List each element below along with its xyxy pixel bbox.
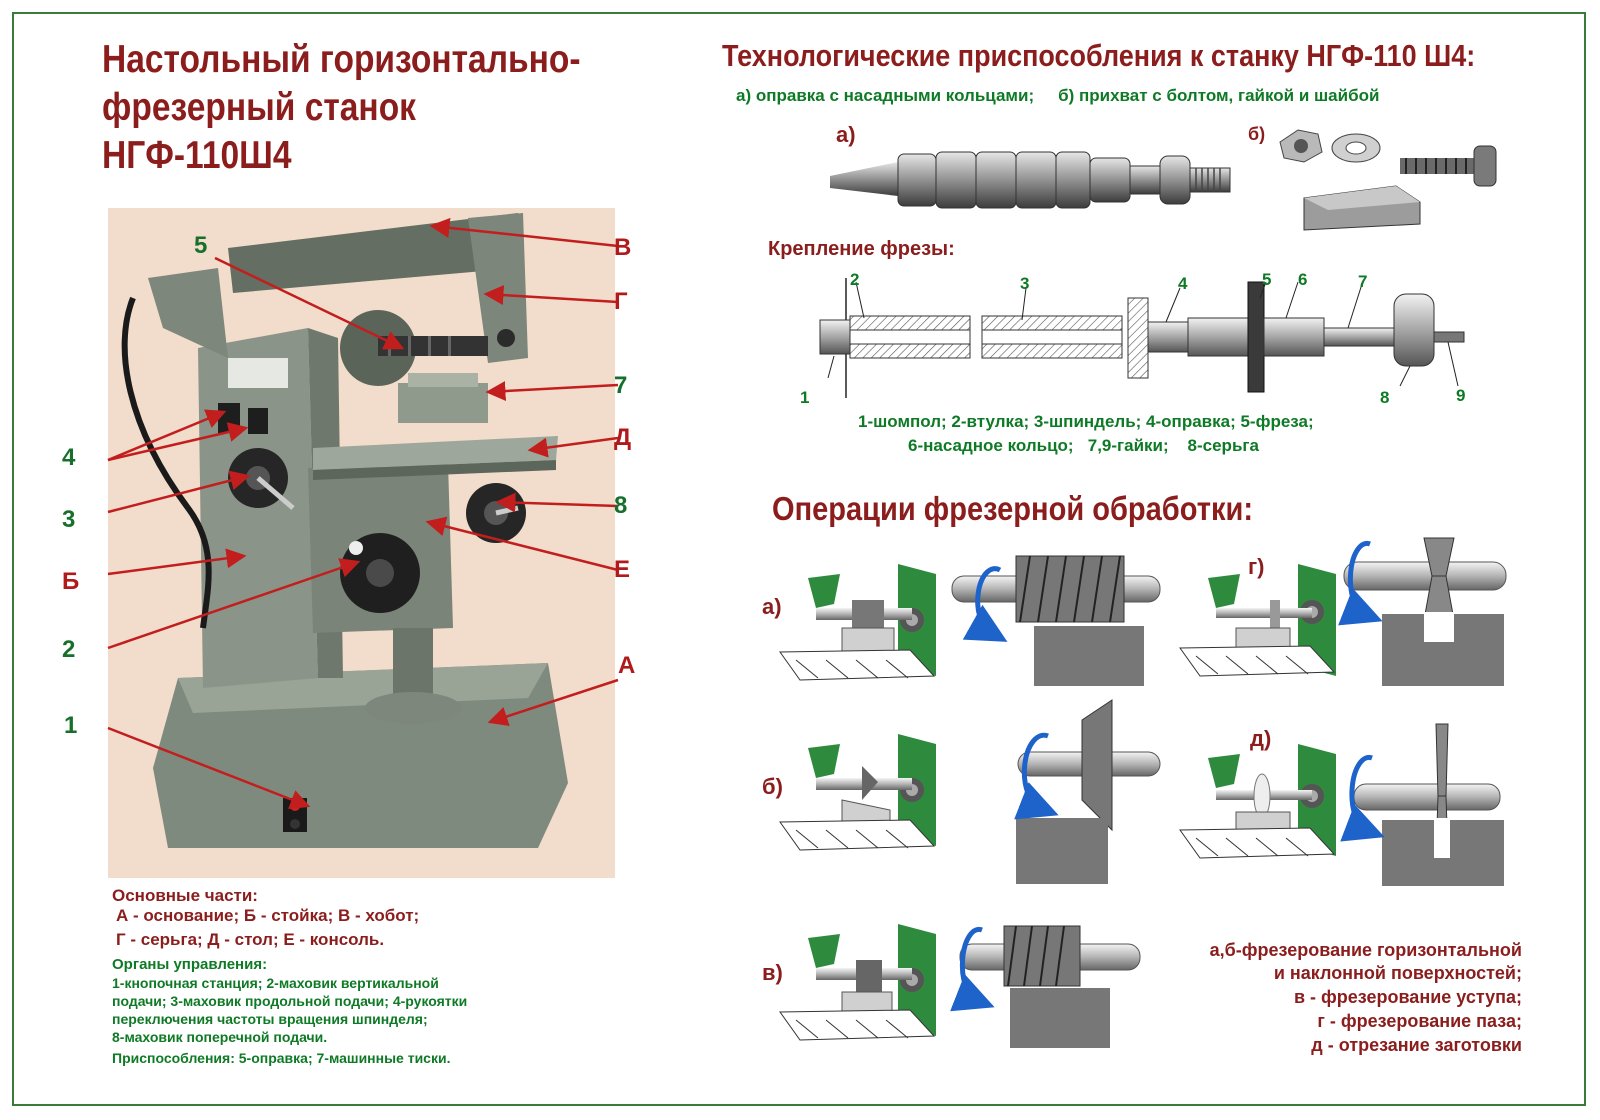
op-sketch-v [779, 924, 936, 1041]
mount-num-6: 6 [1298, 270, 1308, 289]
mount-caption-1: 1-шомпол; 2-втулка; 3-шпиндель; 4-оправк… [858, 412, 1314, 431]
parts-line-2: Г - серьга; Д - стол; Е - консоль. [116, 930, 385, 949]
label-2: 2 [62, 636, 76, 663]
fig-a-label: а) [836, 122, 856, 147]
label-3: 3 [62, 506, 76, 533]
arbor-figure [830, 151, 1231, 209]
left-title-line1: Настольный горизонтально- [102, 38, 581, 81]
label-g: Г [614, 288, 628, 315]
ops-title: Операции фрезерной обработки: [772, 490, 1254, 527]
mount-num-9: 9 [1456, 386, 1466, 405]
label-1: 1 [64, 712, 78, 739]
parts-heading: Основные части: [112, 886, 258, 905]
mount-num-3: 3 [1020, 274, 1030, 293]
op-sketch-a [779, 564, 936, 681]
op-label-a: а) [762, 594, 782, 619]
controls-heading: Органы управления: [112, 956, 268, 973]
controls-line-2: подачи; 3-маховик продольной подачи; 4-р… [112, 993, 468, 1009]
op-detail-a [951, 555, 1161, 686]
subtitle-b: б) прихват с болтом, гайкой и шайбой [1058, 86, 1380, 105]
ops-legend-1: а,б-фрезерование горизонтальной [1209, 940, 1522, 960]
op-sketch-g [1179, 564, 1336, 677]
op-label-g: г) [1248, 554, 1265, 579]
label-e: Е [614, 556, 631, 583]
op-detail-b [1014, 699, 1161, 884]
op-label-b: б) [762, 774, 783, 799]
label-5: 5 [194, 232, 208, 259]
fig-b-label: б) [1248, 124, 1266, 144]
mount-num-1: 1 [800, 388, 810, 407]
ops-legend-5: д - отрезание заготовки [1311, 1035, 1522, 1055]
label-v: В [614, 234, 632, 261]
label-b: Б [62, 568, 80, 595]
ops-legend-2: и наклонной поверхностей; [1273, 963, 1522, 983]
mount-caption-2: 6-насадное кольцо; 7,9-гайки; 8-серьга [908, 436, 1259, 455]
ops-legend-4: г - фрезерование паза; [1317, 1011, 1522, 1031]
mount-num-4: 4 [1178, 274, 1188, 293]
op-detail-d [1340, 723, 1504, 886]
machine-photo [108, 208, 615, 878]
subtitle-a: а) оправка с насадными кольцами; [736, 86, 1035, 105]
label-d: Д [614, 424, 632, 451]
controls-line-1: 1-кнопочная станция; 2-маховик вертикаль… [112, 975, 439, 991]
mount-num-5: 5 [1262, 270, 1272, 289]
ops-legend-3: в - фрезерование уступа; [1293, 987, 1522, 1007]
op-sketch-d [1179, 744, 1336, 859]
parts-line-1: А - основание; Б - стойка; В - хобот; [116, 906, 420, 925]
op-sketch-b [779, 734, 936, 851]
controls-line-3: переключения частоты вращения шпинделя; [112, 1011, 428, 1027]
poster-frame [12, 12, 1586, 1106]
clamp-kit-figure [1279, 129, 1497, 231]
mount-num-2: 2 [850, 270, 860, 289]
left-title: Настольный горизонтально- фрезерный стан… [102, 36, 584, 180]
fixtures-line: Приспособления: 5-оправка; 7-машинные ти… [112, 1050, 451, 1066]
label-4: 4 [62, 444, 76, 471]
mount-num-7: 7 [1358, 272, 1368, 291]
left-title-line2: фрезерный станок НГФ-110Ш4 [102, 86, 416, 177]
mount-title: Крепление фрезы: [768, 238, 955, 260]
op-detail-v [950, 925, 1141, 1048]
label-a: А [618, 652, 636, 679]
label-8: 8 [614, 492, 628, 519]
label-7: 7 [614, 372, 628, 399]
op-detail-g [1338, 537, 1507, 686]
mount-num-8: 8 [1380, 388, 1390, 407]
op-label-v: в) [762, 960, 783, 985]
op-label-d: д) [1250, 726, 1272, 751]
right-subtitle: а) оправка с насадными кольцами; б) прихв… [736, 86, 1403, 106]
right-title: Технологические приспособления к станку … [722, 38, 1476, 73]
controls-line-4: 8-маховик поперечной подачи. [112, 1029, 328, 1045]
mount-diagram [819, 278, 1465, 398]
